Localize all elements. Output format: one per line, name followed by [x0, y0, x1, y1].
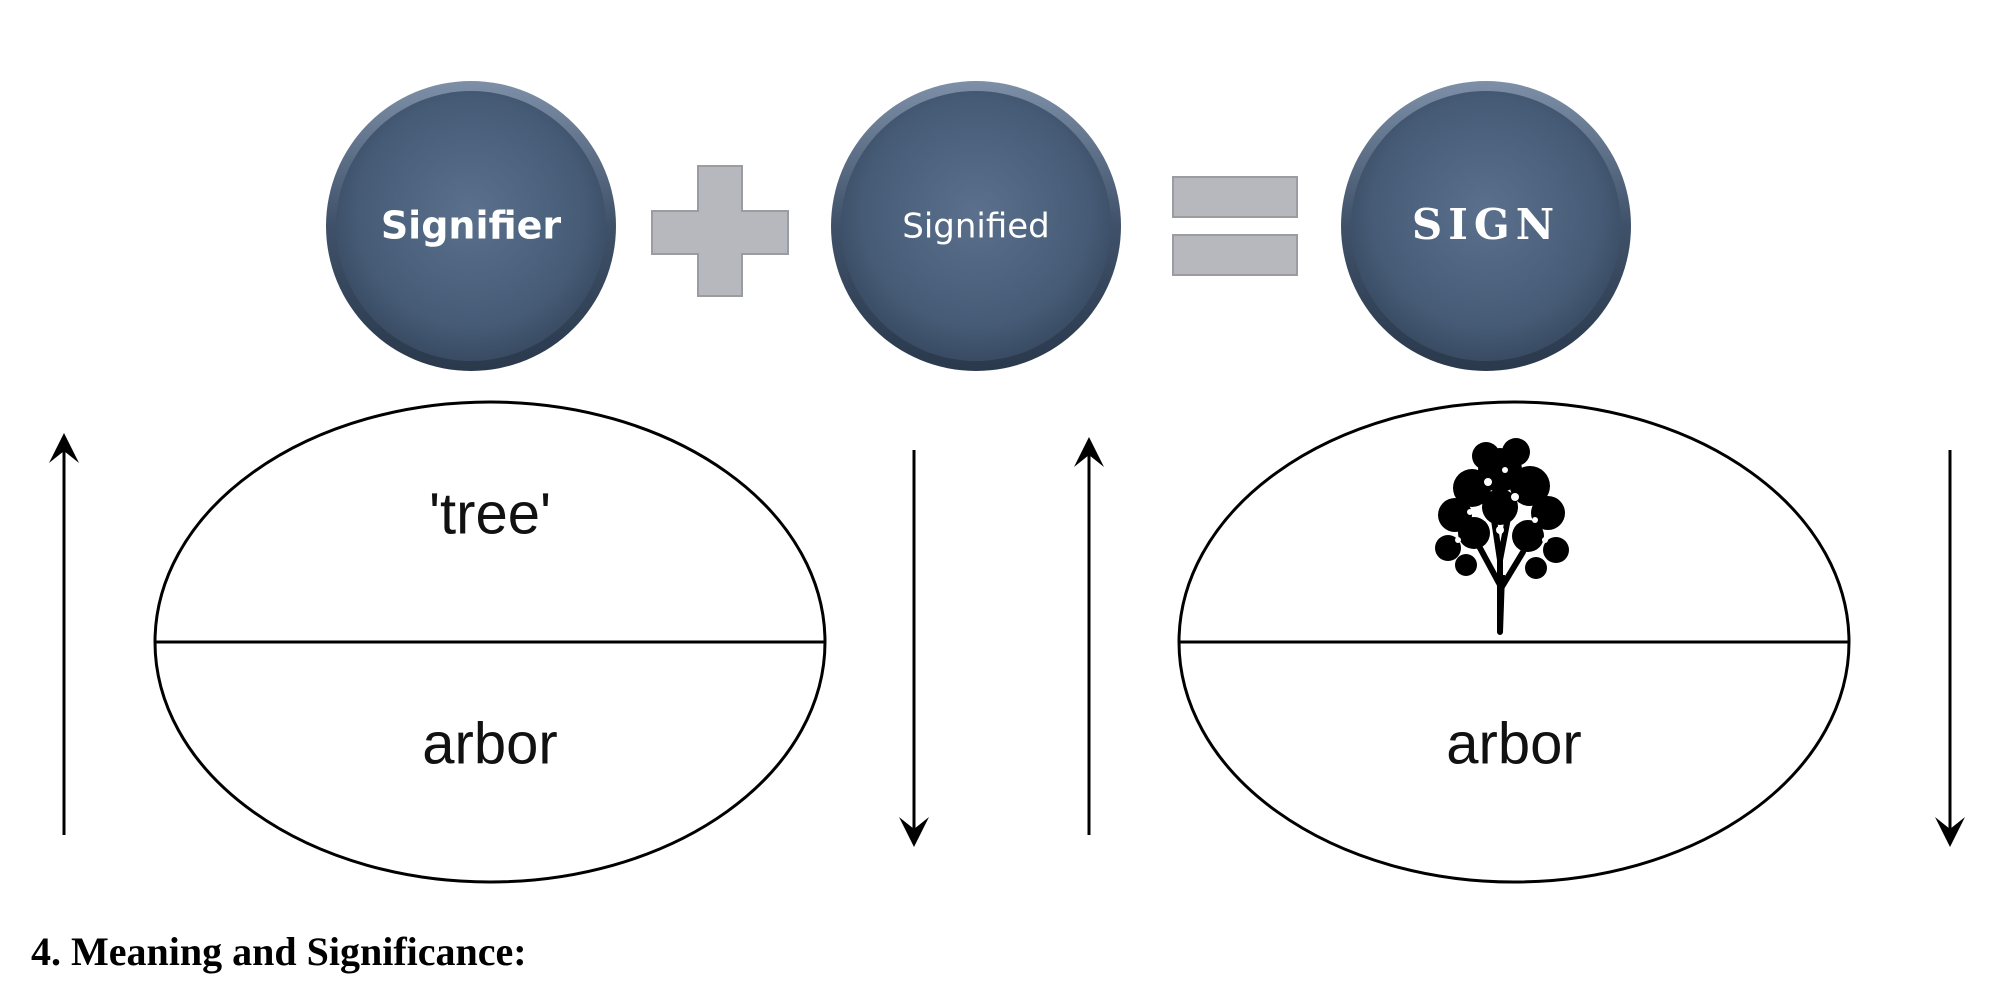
tree-icon — [1435, 438, 1569, 635]
sign-label: SIGN — [1412, 200, 1560, 249]
section-heading: 4. Meaning and Significance: — [31, 929, 527, 974]
signifier-circle: Signifier — [326, 81, 616, 371]
plus-operator — [651, 165, 789, 297]
left-sound-image-text: arbor — [422, 711, 557, 776]
left-concept-text: 'tree' — [429, 481, 551, 546]
right-sound-image-text: arbor — [1446, 711, 1581, 776]
sign-circle: SIGN — [1341, 81, 1631, 371]
left-sign-ellipse: 'tree' arbor — [153, 400, 827, 884]
right-sign-ellipse: arbor — [1177, 400, 1851, 884]
equals-operator — [1172, 176, 1298, 276]
signified-label: Signified — [902, 207, 1050, 247]
signifier-label: Signifier — [381, 204, 562, 248]
signified-circle: Signified — [831, 81, 1121, 371]
